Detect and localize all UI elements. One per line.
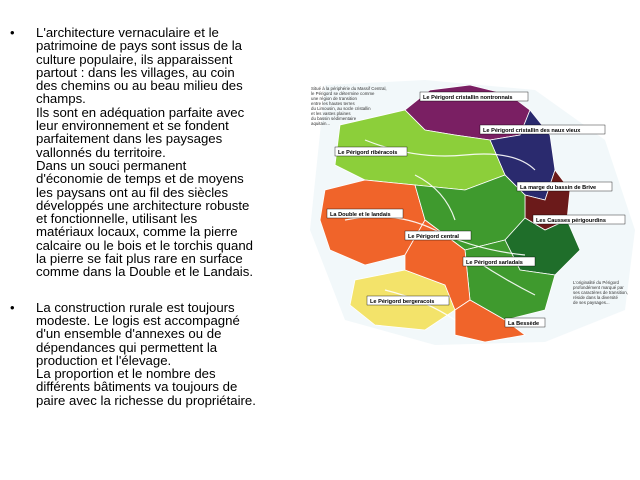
text-line: modeste. Le logis est accompagné [36, 312, 240, 328]
label-text: La Bessède [508, 321, 539, 327]
note-line: une région de transition [311, 96, 357, 101]
text-line: champs. [36, 91, 86, 107]
label-double: La Double et le landais [326, 208, 404, 219]
label-text: Le Périgord bergeracois [370, 299, 434, 305]
label-text: La Double et le landais [330, 212, 391, 218]
label-naux-vieux: Le Périgord cristallin des naux vieux [479, 124, 606, 135]
bullet-text: La construction rurale est toujours mode… [36, 299, 310, 408]
bullet-marker: • [10, 25, 15, 40]
bullet-item-vernacular: • L'architecture vernaculaire et le patr… [10, 26, 310, 279]
text-line: comme dans la Double et le Landais. [36, 264, 253, 280]
text-line: vallonnés du territoire. [36, 144, 166, 160]
text-line: La proportion et le nombre des [36, 366, 216, 382]
label-causses: Les Causses périgourdins [532, 214, 626, 225]
text-line: et fonctionnelle, utilisant les [36, 211, 198, 227]
bullet-marker: • [10, 299, 15, 315]
text-line: La construction rurale est toujours [36, 299, 235, 315]
text-line: Ils sont en adéquation parfaite avec [36, 104, 245, 120]
text-line: L'architecture vernaculaire et le [36, 25, 219, 40]
text-line: différents bâtiments va toujours de [36, 379, 238, 395]
label-central: Le Périgord central [404, 230, 472, 241]
perigord-regions-map: Situé à la périphérie du Massif Central,… [305, 80, 640, 350]
label-text: Les Causses périgourdins [536, 218, 606, 224]
note-line: du bassin sédimentaire [311, 116, 357, 121]
note-line: de ses paysages... [573, 300, 610, 305]
label-bergeracois: Le Périgord bergeracois [366, 295, 450, 306]
note-line: entre les hautes terres [311, 101, 355, 106]
bullet-text: L'architecture vernaculaire et le patrim… [36, 26, 310, 279]
map-graphic: Situé à la périphérie du Massif Central,… [310, 80, 635, 345]
text-line: patrimoine de pays sont issus de la [36, 38, 242, 54]
note-line: ses caractères de transition, [573, 290, 628, 295]
text-line: dépendances qui permettent la [36, 339, 218, 355]
bullet-list: • L'architecture vernaculaire et le patr… [10, 26, 310, 419]
text-line: parfaitement dans les paysages [36, 131, 223, 147]
note-line: le Périgord se détermine comme [311, 91, 375, 96]
text-line: partout : dans les villages, au coin [36, 64, 235, 80]
label-riberacois: Le Périgord ribéracois [334, 146, 408, 157]
note-line: Situé à la périphérie du Massif Central, [311, 86, 387, 91]
text-line: développés une architecture robuste [36, 197, 250, 213]
text-line: culture populaire, ils apparaissent [36, 51, 233, 67]
note-line: aquitain... [311, 121, 330, 126]
label-text: Le Périgord cristallin nontronnais [423, 95, 513, 101]
text-line: paire avec la richesse du propriétaire. [36, 392, 256, 408]
text-line: leur environnement et se fondent [36, 118, 229, 134]
label-text: Le Périgord sarladais [466, 260, 523, 266]
note-line: du Limousin, au socle cristallin [311, 106, 371, 111]
map-note-right: L'originalité du Périgord profondément m… [573, 280, 628, 305]
text-line: Dans un souci permanent [36, 157, 187, 173]
note-line: et les vastes plaines [311, 111, 351, 116]
note-line: profondément marqué par [573, 285, 624, 290]
text-line: matériaux locaux, comme la pierre [36, 224, 238, 240]
text-line: la pierre se fait plus rare en surface [36, 251, 243, 267]
text-line: les paysans ont au fil des siècles [36, 184, 229, 200]
text-line: d'un ensemble d'annexes ou de [36, 326, 222, 342]
label-brive: La marge du bassin de Brive [516, 181, 613, 192]
text-line: production et l'élevage. [36, 352, 172, 368]
label-sarladais: Le Périgord sarladais [462, 256, 536, 267]
label-text: Le Périgord central [408, 234, 459, 240]
region-bessede [454, 299, 526, 343]
text-line: d'économie de temps et de moyens [36, 171, 244, 187]
text-line: calcaire ou le bois et le torchis quand [36, 237, 253, 253]
label-text: Le Périgord cristallin des naux vieux [483, 128, 581, 134]
note-line: réside dans la diversité [573, 295, 618, 300]
text-line: des chemins ou au beau milieu des [36, 78, 243, 94]
bullet-item-rural-construction: • La construction rurale est toujours mo… [10, 299, 310, 408]
note-line: L'originalité du Périgord [573, 280, 620, 285]
label-text: Le Périgord ribéracois [338, 150, 397, 156]
map-note-top: Situé à la périphérie du Massif Central,… [311, 86, 387, 126]
label-nontronnais: Le Périgord cristallin nontronnais [419, 91, 529, 102]
label-text: La marge du bassin de Brive [520, 185, 596, 191]
label-bessede: La Bessède [504, 317, 546, 328]
